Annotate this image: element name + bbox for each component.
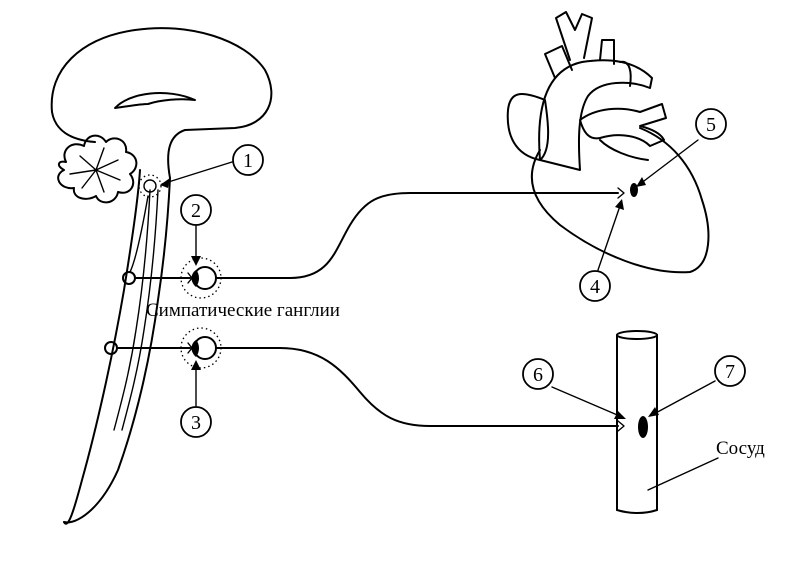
marker-1-text: 1 (243, 150, 253, 172)
marker-6-text: 6 (533, 364, 543, 386)
sympathetic-ganglia-label: Симпатические ганглии (146, 300, 340, 321)
marker-4-text: 4 (590, 276, 600, 298)
central-neuron (143, 179, 157, 193)
coronary-groove (599, 139, 649, 161)
vessel-bottom-edge (616, 509, 658, 514)
ganglion-terminal-lower (187, 342, 193, 354)
arrowhead-7 (648, 407, 659, 417)
lateral-horn-column (113, 189, 151, 431)
arrowhead-3 (191, 360, 201, 370)
pointer-6 (551, 386, 623, 418)
arrowhead-2 (191, 256, 201, 266)
marker-1: 1 (232, 144, 264, 176)
spinal-cord-left-edge (63, 169, 141, 525)
marker-3-text: 3 (191, 412, 201, 434)
central-neuron-halo (138, 174, 162, 198)
arrowhead-5 (636, 177, 646, 187)
pointer-4 (597, 202, 622, 271)
corpus-callosum (114, 92, 196, 109)
marker-2: 2 (180, 194, 212, 226)
ganglion-terminal-upper (187, 272, 193, 284)
preganglionic-neuron-lower (104, 341, 118, 355)
marker-7: 7 (714, 355, 746, 387)
brain (50, 27, 273, 204)
ganglion-synapse-upper (191, 270, 199, 287)
aortic-branch-1 (544, 45, 573, 79)
postganglionic-fibers (215, 192, 619, 427)
upper-descending-tract (129, 195, 149, 273)
preganglionic-fibers (116, 277, 191, 349)
right-atrium (506, 93, 550, 161)
arrowhead-6 (614, 411, 626, 419)
preganglionic-neuron-upper (122, 271, 136, 285)
marker-6: 6 (522, 358, 554, 390)
marker-5: 5 (695, 108, 727, 140)
postganglionic-fiber-vessel (215, 347, 619, 427)
pointer-vessel (647, 457, 719, 491)
vessel-nerve-ending (617, 420, 625, 432)
pointer-1 (161, 161, 233, 185)
vessel-top-ellipse (616, 330, 658, 340)
spinal-cord (63, 169, 171, 525)
cerebrum-outline (50, 27, 273, 179)
marker-2-text: 2 (191, 200, 201, 222)
marker-7-text: 7 (725, 361, 735, 383)
cerebellum-folia (69, 147, 121, 193)
heart (506, 11, 710, 274)
blood-vessel (616, 330, 658, 514)
marker-5-text: 5 (706, 114, 716, 136)
pointer-7 (651, 380, 716, 416)
aortic-arch-right (619, 60, 632, 87)
marker-3: 3 (180, 406, 212, 438)
vessel-label: Сосуд (716, 438, 765, 459)
cerebellum (57, 134, 138, 204)
aorta (538, 59, 653, 171)
vessel-receptor (638, 416, 648, 438)
aortic-branch-3 (599, 39, 615, 65)
lateral-horn-column-2 (121, 189, 159, 431)
arrowhead-4 (615, 199, 624, 210)
spinal-cord-right-edge (63, 177, 171, 524)
pointers (160, 139, 719, 491)
heart-ventricles (530, 127, 710, 274)
aortic-branch-2 (555, 11, 593, 61)
cerebrum-base (51, 111, 96, 143)
pulmonary-trunk (579, 103, 667, 147)
arrowhead-1 (160, 178, 170, 188)
postganglionic-fiber-heart (215, 192, 619, 279)
marker-4: 4 (579, 270, 611, 302)
pointer-5 (639, 139, 699, 185)
heart-receptor (630, 183, 638, 197)
ganglion-synapse-lower (191, 340, 199, 357)
heart-nerve-ending (617, 187, 625, 199)
